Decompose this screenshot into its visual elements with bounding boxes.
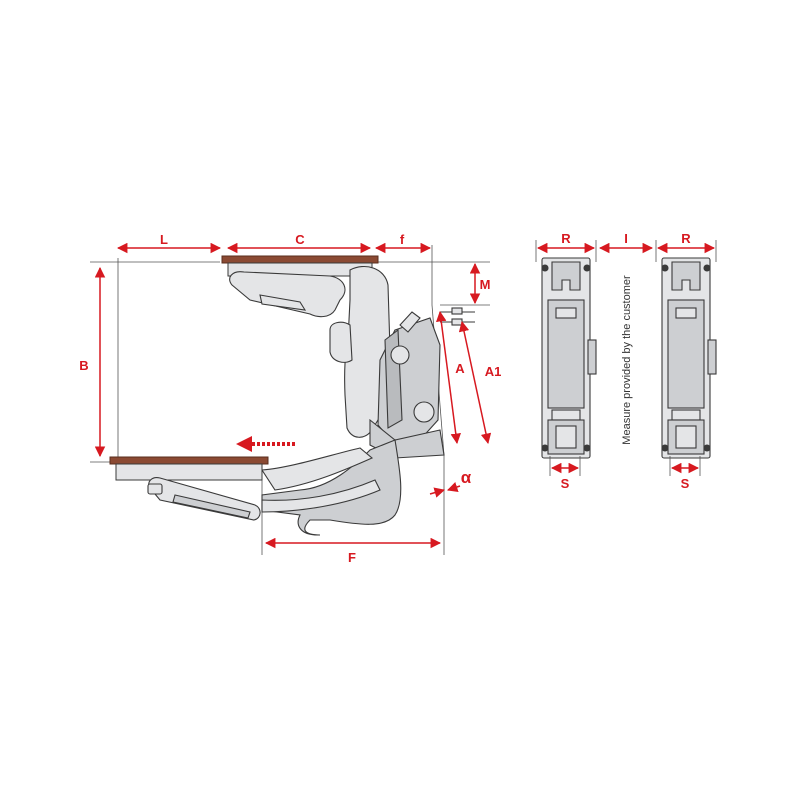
dim-label-S-left: S (561, 476, 570, 491)
dim-label-C: C (295, 232, 305, 247)
upper-board (221, 255, 379, 264)
dim-label-R-right: R (681, 231, 691, 246)
lower-board (109, 456, 269, 465)
front-view-left (541, 257, 597, 459)
dim-label-I: I (624, 231, 628, 246)
upper-arm-ghost (229, 266, 392, 438)
customer-measure-note: Measure provided by the customer (621, 275, 633, 445)
dim-label-A: A (455, 361, 465, 376)
lower-board-bracket (115, 463, 263, 481)
dim-label-R-left: R (561, 231, 571, 246)
dashed-arrow-left-icon (236, 436, 295, 452)
dimensions-side (94, 242, 492, 549)
dim-label-A1: A1 (485, 364, 502, 379)
dim-label-S-right: S (681, 476, 690, 491)
dim-label-L: L (160, 232, 168, 247)
lower-strut (147, 477, 261, 521)
dim-label-F: F (348, 550, 356, 565)
lower-arms (261, 439, 402, 536)
lift-mechanism (369, 307, 475, 459)
dim-label-alpha: α (461, 468, 472, 487)
side-view (90, 245, 490, 555)
dim-label-B: B (79, 358, 88, 373)
front-view-right (661, 257, 717, 459)
front-reference-lines (535, 240, 717, 476)
dim-label-f: f (400, 232, 405, 247)
dim-label-M: M (480, 277, 491, 292)
dimensions-front (536, 242, 716, 474)
